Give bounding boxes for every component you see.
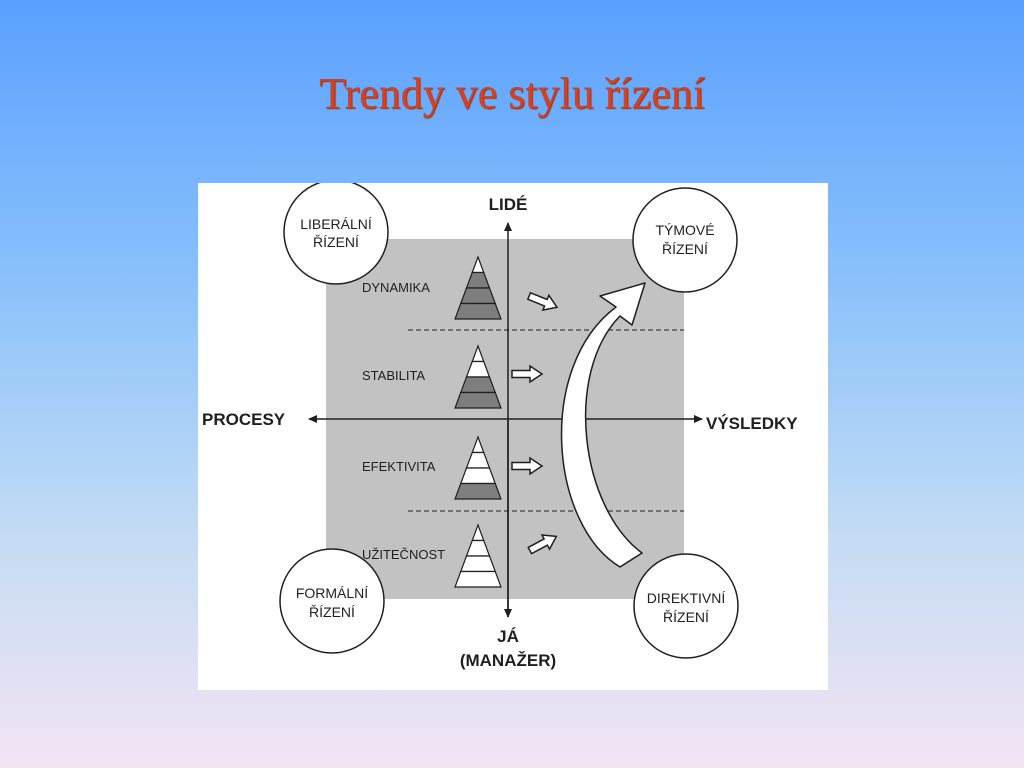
level-label-efektivita: EFEKTIVITA bbox=[362, 459, 436, 474]
small-arrow-efektivita bbox=[511, 456, 544, 476]
pyramid-tier bbox=[459, 555, 497, 573]
small-arrow-uzitecnost bbox=[527, 534, 558, 555]
circle-label-tymove-line2: ŘÍZENÍ bbox=[662, 241, 708, 257]
axis-label-bottom-line2: (MANAŽER) bbox=[460, 651, 556, 670]
circle-formalni-rizeni bbox=[279, 548, 385, 654]
diagram-canvas: LIDÉ JÁ (MANAŽER) PROCESY VÝSLEDKY DYNAM… bbox=[202, 183, 798, 670]
circle-label-tymove-line1: TÝMOVÉ bbox=[655, 222, 714, 238]
pyramid-tier bbox=[459, 467, 497, 485]
circle-label-liberalni-line2: ŘÍZENÍ bbox=[313, 234, 359, 250]
pyramid-tier bbox=[454, 302, 502, 320]
circle-direktivni-rizeni bbox=[633, 553, 739, 659]
level-label-uzitecnost: UŽITEČNOST bbox=[362, 547, 445, 562]
management-style-diagram: LIDÉ JÁ (MANAŽER) PROCESY VÝSLEDKY DYNAM… bbox=[198, 183, 828, 690]
curved-trend-arrow bbox=[560, 282, 646, 568]
axis-label-left: PROCESY bbox=[202, 410, 286, 429]
slide-title: Trendy ve stylu řízení bbox=[319, 69, 705, 118]
level-label-dynamika: DYNAMIKA bbox=[362, 280, 430, 295]
axis-label-right: VÝSLEDKY bbox=[706, 414, 798, 433]
small-arrow-dynamika bbox=[526, 291, 559, 312]
circle-label-liberalni-line1: LIBERÁLNÍ bbox=[300, 216, 372, 232]
pyramid-uzitecnost bbox=[454, 523, 502, 588]
pyramid-dynamika bbox=[454, 255, 502, 320]
pyramid-efektivita bbox=[454, 435, 502, 500]
circle-liberalni-rizeni bbox=[283, 183, 389, 285]
small-arrow-stabilita bbox=[511, 364, 544, 384]
pyramid-tier bbox=[454, 391, 502, 409]
circle-label-formalni-line2: ŘÍZENÍ bbox=[309, 604, 355, 620]
axis-label-top: LIDÉ bbox=[489, 195, 528, 214]
level-label-stabilita: STABILITA bbox=[362, 368, 425, 383]
circle-tymove-rizeni bbox=[632, 187, 738, 293]
pyramid-stabilita bbox=[454, 344, 502, 409]
circle-label-direktivni-line2: ŘÍZENÍ bbox=[663, 609, 709, 625]
pyramid-tier bbox=[459, 287, 497, 305]
circle-label-formalni-line1: FORMÁLNÍ bbox=[296, 585, 368, 601]
pyramid-tier bbox=[454, 482, 502, 500]
pyramid-tier bbox=[459, 376, 497, 394]
pyramid-tier bbox=[454, 570, 502, 588]
axis-label-bottom-line1: JÁ bbox=[497, 627, 519, 646]
circle-label-direktivni-line1: DIREKTIVNÍ bbox=[647, 590, 726, 606]
